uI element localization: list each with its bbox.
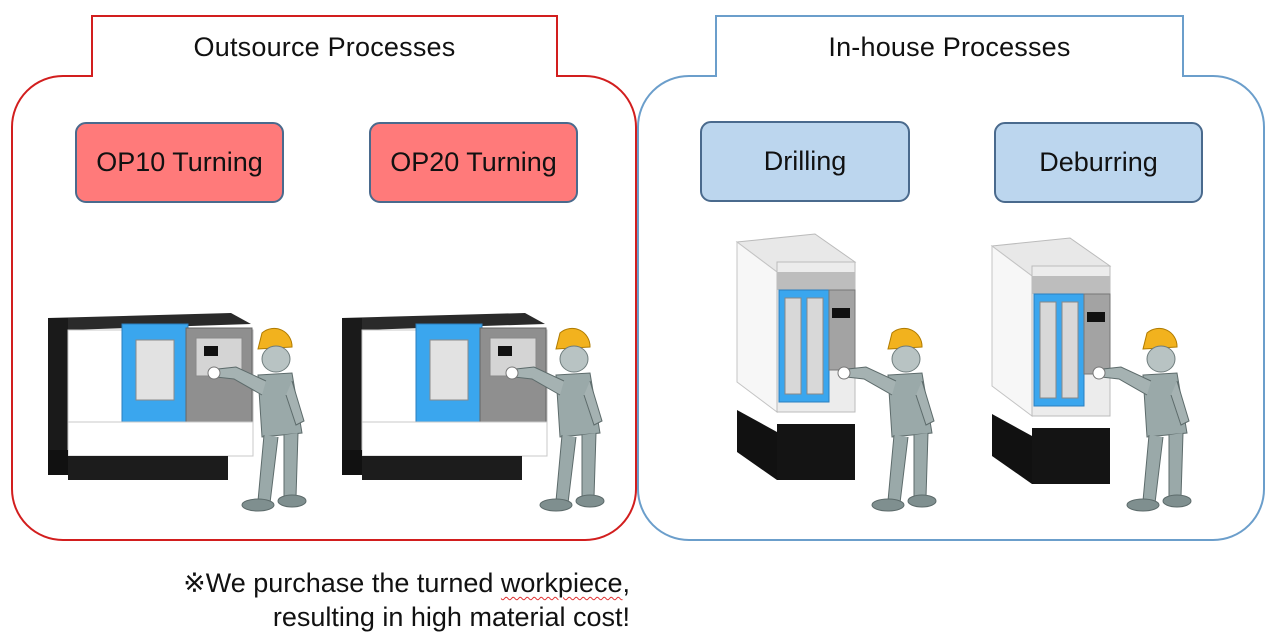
- operator-icon: [505, 327, 605, 512]
- operator-icon: [207, 327, 307, 512]
- process-drilling: Drilling: [700, 121, 910, 202]
- process-label: Drilling: [763, 146, 847, 176]
- inhouse-group-title: In-house Processes: [715, 15, 1184, 77]
- outsource-group-title: Outsource Processes: [91, 15, 558, 77]
- cost-note-prefix: ※We purchase the turned: [183, 568, 501, 598]
- cost-note: ※We purchase the turned workpiece, resul…: [140, 566, 630, 634]
- process-label: Deburring: [1039, 147, 1158, 177]
- process-label: OP10 Turning: [96, 147, 263, 177]
- process-op10-turning: OP10 Turning: [75, 122, 284, 203]
- cost-note-suffix: ,: [622, 568, 630, 598]
- operator-icon: [1092, 327, 1192, 512]
- machining-center-icon: [990, 237, 1112, 484]
- cost-note-line2: resulting in high material cost!: [272, 602, 630, 632]
- process-label: OP20 Turning: [390, 147, 557, 177]
- cnc-lathe-icon: [342, 313, 548, 480]
- outsource-group-title-text: Outsource Processes: [193, 31, 456, 62]
- process-op20-turning: OP20 Turning: [369, 122, 578, 203]
- cost-note-underlined-word: workpiece: [500, 568, 623, 598]
- cost-note-line1: ※We purchase the turned workpiece,: [140, 566, 630, 600]
- operator-icon: [837, 327, 937, 512]
- process-deburring: Deburring: [994, 122, 1203, 203]
- inhouse-group-title-text: In-house Processes: [828, 31, 1071, 62]
- machining-center-icon: [735, 233, 857, 480]
